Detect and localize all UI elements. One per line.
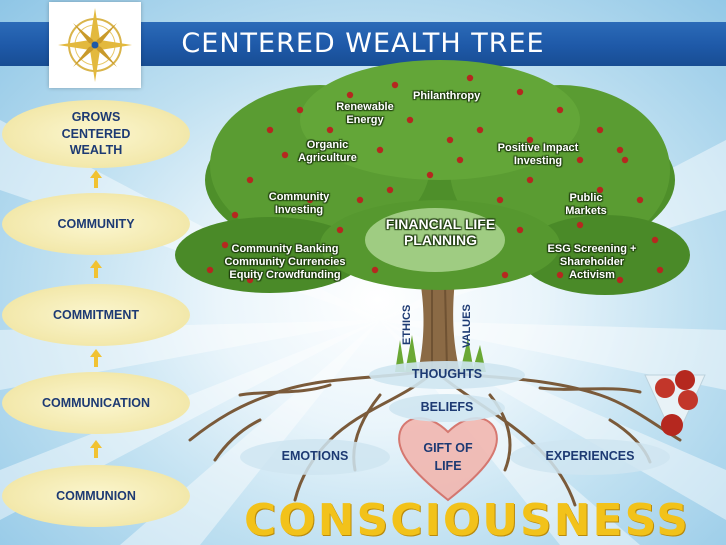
financial-life-planning: FINANCIAL LIFE PLANNING [385,216,496,248]
apple-icon [616,146,624,154]
apple-icon [466,74,474,82]
apple-icon [266,126,274,134]
arrow-up-icon [90,260,102,278]
trunk-values: VALUES [461,304,473,348]
ladder-step-communion: COMMUNION [2,465,190,527]
apple-icon [576,221,584,229]
tree-foliage [175,60,690,295]
apple-icon [516,88,524,96]
beliefs-oval [389,394,505,422]
roots-gift-of-life: GIFT OF LIFE [423,441,473,473]
apple-icon [526,176,534,184]
branch-community-investing: Community Investing [268,191,330,217]
apple-bowl-icon [644,370,706,436]
tree-trunk [418,280,460,372]
page-title: CENTERED WEALTH TREE [181,28,545,59]
compass-logo-icon [58,8,132,82]
apple-icon [526,136,534,144]
arrow-up-icon [90,349,102,367]
branch-community-banking: Community Banking Community Currencies E… [224,243,346,282]
trunk-ethics: ETHICS [401,304,413,345]
apple-icon [296,106,304,114]
heart-icon [398,417,498,502]
apple-icon [306,196,314,204]
apple-icon [556,271,564,279]
apple-icon [456,156,464,164]
apple-icon [246,276,254,284]
roots-emotions: EMOTIONS [281,449,349,463]
apple-icon [516,226,524,234]
apple-icon [496,196,504,204]
apple-icon [476,126,484,134]
branch-positive-impact-investing: Positive Impact Investing [497,142,579,168]
apple-icon [501,271,509,279]
apple-icon [231,211,239,219]
apple-icon [326,126,334,134]
apple-icon [621,156,629,164]
arrow-up-icon [90,440,102,458]
experiences-oval [510,439,670,475]
apple-icon [221,241,229,249]
apple-icon [386,186,394,194]
apple-icon [656,266,664,274]
roots-experiences: EXPERIENCES [545,449,635,463]
ladder-step-communication: COMMUNICATION [2,372,190,434]
consciousness-heading: CONSCIOUSNESS [244,495,690,545]
apple-icon [636,196,644,204]
branch-public-markets: Public Markets [565,192,607,218]
apple-icon [376,146,384,154]
ladder-step-grows-centered-wealth: GROWS CENTERED WEALTH [2,100,190,168]
ladder-step-community: COMMUNITY [2,193,190,255]
apple-icon [651,236,659,244]
logo [49,2,141,88]
branch-renewable-energy: Renewable Energy [336,101,394,127]
apple-icon [371,266,379,274]
apple-icon [356,196,364,204]
apple-icon [556,106,564,114]
apple-icon [616,276,624,284]
apple-icon [391,81,399,89]
apples [206,74,664,284]
apple-icon [246,176,254,184]
apple-icon [206,266,214,274]
arrow-up-icon [90,170,102,188]
apple-icon [336,226,344,234]
apple-icon [446,136,454,144]
apple-icon [426,171,434,179]
apple-icon [596,126,604,134]
apple-icon [296,271,304,279]
emotions-oval [240,439,390,475]
ladder-step-commitment: COMMITMENT [2,284,190,346]
apple-icon [406,116,414,124]
roots-beliefs: BELIEFS [420,400,474,414]
thoughts-oval [369,361,525,389]
branch-esg-screening: ESG Screening + Shareholder Activism [547,243,637,282]
apple-icon [576,156,584,164]
apple-icon [466,91,474,99]
branch-philanthropy: Philanthropy [413,90,481,102]
apple-icon [346,91,354,99]
branch-organic-agriculture: Organic Agriculture [298,139,357,165]
apple-icon [281,151,289,159]
roots-thoughts: THOUGHTS [411,367,483,381]
apple-icon [596,186,604,194]
